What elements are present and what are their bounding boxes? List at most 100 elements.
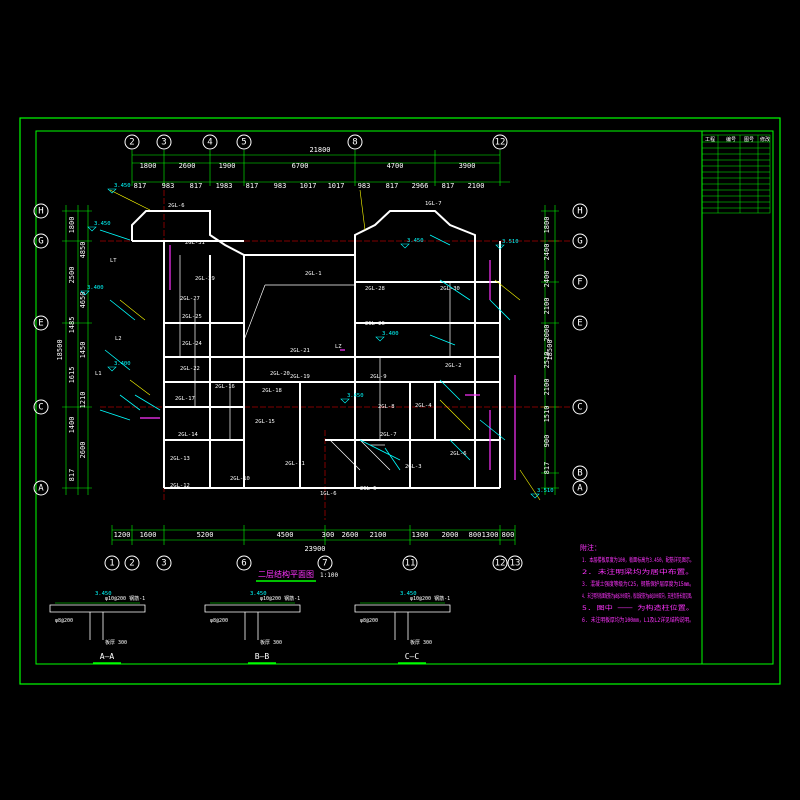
dim-value: 1017 — [328, 182, 345, 190]
grid-bubble-circle — [572, 465, 588, 481]
grid-bubble-label: 1 — [109, 559, 114, 569]
grid-top-4: 4 — [202, 134, 218, 150]
beam-label: 2GL-18 — [262, 388, 282, 394]
elevation-value: 3.450 — [407, 238, 424, 244]
dim-value: 1485 — [68, 317, 76, 334]
grid-right-E: E — [572, 315, 588, 331]
grid-bubble-circle — [317, 555, 333, 571]
dim-value: 1300 — [412, 531, 429, 539]
beam-label: LT — [110, 258, 117, 264]
section-top-rebar: φ10@200 钢筋-1 — [105, 595, 145, 602]
dim-value: 983 — [274, 182, 287, 190]
dim-value: 817 — [442, 182, 455, 190]
grid-bottom-3: 3 — [156, 555, 172, 571]
grid-bubble-circle — [236, 134, 252, 150]
dim-value: 2500 — [68, 267, 76, 284]
dim-value: 1800 — [140, 162, 157, 170]
grid-left-C: C — [33, 399, 49, 415]
section-top-rebar: φ10@200 钢筋-1 — [410, 595, 450, 602]
title-block-headers: 工程 编号 图号 修改 — [705, 136, 770, 143]
grid-top-3: 3 — [156, 134, 172, 150]
dim-value: 983 — [358, 182, 371, 190]
notes-items: 1. 本层楼板厚度为100，板面标高为3.450，配筋详见图示。2. 未注明梁均… — [582, 556, 694, 624]
note-item: 4. 未注明的板面配筋为φ8@200双向，板底配筋为φ8@200双向，支座负筋长… — [582, 592, 694, 600]
beam-label: 1GL-7 — [425, 201, 442, 207]
section-label: B—B — [255, 652, 270, 661]
grid-right-B: B — [572, 465, 588, 481]
dim-left-total: 18500 — [56, 339, 64, 360]
elevation-value: 3.450 — [94, 221, 111, 227]
beam-label: 2GL-19 — [290, 374, 310, 380]
dim-value: 2100 — [543, 298, 551, 315]
beam-label: L2 — [115, 336, 122, 342]
tb-header-0: 工程 — [705, 136, 715, 143]
grid-bubble-label: E — [38, 319, 43, 329]
beam-label: 2GL-29 — [195, 276, 215, 282]
section-label: C—C — [405, 652, 420, 661]
beam-label: 2GL-31 — [185, 240, 205, 246]
grid-bubble-circle — [572, 399, 588, 415]
drawing-title: 二层结构平面图 — [258, 569, 314, 579]
tb-header-2: 图号 — [744, 137, 754, 143]
note-item: 5. 图中 ─── 为构造柱位置。 — [582, 604, 694, 612]
grid-bottom-13: 13 — [507, 555, 523, 571]
elevation-marker: 3.450 — [107, 183, 131, 194]
grid-bubble-circle — [104, 555, 120, 571]
elevation-marker: 3.450 — [340, 393, 364, 404]
grid-bubble-label: G — [38, 237, 43, 247]
elevation-marker: 3.510 — [530, 488, 554, 499]
beam-label: 2GL-20 — [270, 371, 290, 377]
grid-bottom-1: 1 — [104, 555, 120, 571]
elevation-marker: 3.400 — [80, 285, 104, 296]
grid-bubble-label: H — [38, 207, 43, 217]
grid-bubble-label: 5 — [241, 138, 246, 148]
dim-value: 817 — [134, 182, 147, 190]
grid-bottom-2: 2 — [124, 555, 140, 571]
grid-bubble-label: 8 — [352, 138, 357, 148]
dim-value: 2510 — [543, 352, 551, 369]
dim-value: 1900 — [219, 162, 236, 170]
dim-value: 300 — [322, 531, 335, 539]
section-thickness: 板厚 300 — [105, 639, 127, 646]
dim-value: 2400 — [543, 244, 551, 261]
grid-bubbles-left: H G E C A — [33, 203, 49, 496]
grid-bubble-label: A — [577, 484, 583, 494]
elevation-value: 3.510 — [502, 239, 519, 245]
grid-bottom-7: 7 — [317, 555, 333, 571]
beam-label: 2GL-9 — [370, 374, 387, 380]
beam-label: 2GL-14 — [178, 432, 199, 438]
grid-bubble-circle — [124, 555, 140, 571]
beam-label: LZ — [335, 344, 342, 350]
elevation-value: 3.400 — [114, 361, 131, 367]
note-item: 6. 未注明板厚均为100mm，L1及L2详见结构说明。 — [582, 616, 694, 624]
dim-value: 1210 — [79, 392, 87, 409]
grid-bubble-circle — [33, 399, 49, 415]
beam-label: 2GL-6 — [168, 203, 185, 209]
dim-value: 5200 — [197, 531, 214, 539]
beam-label: 2GL-24 — [182, 341, 203, 347]
grid-bubble-circle — [156, 555, 172, 571]
dim-value: 817 — [386, 182, 399, 190]
beam-label: 2GL-1 — [305, 271, 322, 277]
dim-value: 1400 — [68, 417, 76, 434]
grid-left-H: H — [33, 203, 49, 219]
dimension-ticks — [62, 150, 559, 545]
dim-value: 4850 — [79, 242, 87, 259]
grid-bubble-circle — [572, 233, 588, 249]
grid-bubble-circle — [33, 233, 49, 249]
dim-value: 983 — [162, 182, 175, 190]
grid-left-A: A — [33, 480, 49, 496]
grid-left-E: E — [33, 315, 49, 331]
grid-bubble-label: C — [577, 403, 582, 413]
dim-value: 817 — [543, 462, 551, 475]
grid-top-8: 8 — [347, 134, 363, 150]
dim-value: 900 — [543, 435, 551, 448]
elevation-marker: 3.400 — [107, 361, 131, 372]
elevation-marker: 3.510 — [495, 239, 519, 250]
